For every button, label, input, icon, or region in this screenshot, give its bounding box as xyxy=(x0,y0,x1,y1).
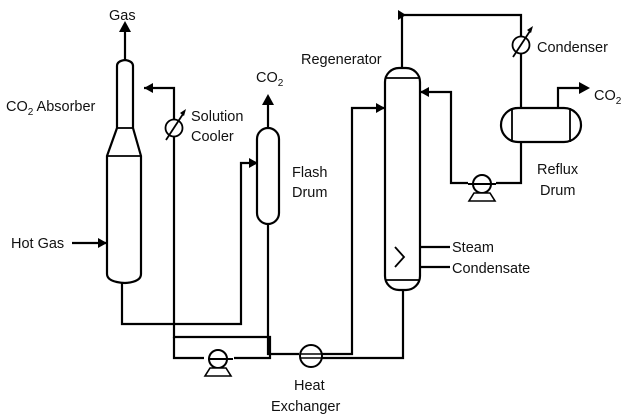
overhead-arrow-icon xyxy=(398,10,406,20)
heat-label: Heat xyxy=(294,378,325,394)
co2-absorber-label: CO2 Absorber xyxy=(6,99,96,118)
exchanger-to-regenerator-pipe xyxy=(322,106,385,356)
flash-co2-arrow-icon xyxy=(262,94,274,105)
flash-label: Flash xyxy=(292,165,327,181)
regenerator-bottom-pipe xyxy=(322,290,405,360)
regenerator-label: Regenerator xyxy=(301,52,382,68)
gas-outlet-arrow-icon xyxy=(119,21,131,32)
lean-solution-pump-icon xyxy=(203,349,233,377)
reflux-co2-vent-pipe xyxy=(556,86,583,108)
regenerator-overhead-pipe xyxy=(400,13,523,108)
flash-inlet-arrow-icon xyxy=(249,158,258,168)
reflux-drum-label: Drum xyxy=(540,183,575,199)
condenser-control-valve-icon xyxy=(511,26,533,58)
flash-drum xyxy=(255,126,281,226)
steam-label: Steam xyxy=(452,240,494,256)
exchanger-label: Exchanger xyxy=(271,399,340,415)
lean-pump-line xyxy=(172,337,204,360)
co2-absorber-tower xyxy=(105,58,143,285)
solution-cooler-control-valve-icon xyxy=(164,109,186,141)
lean-return-pipe xyxy=(144,86,272,360)
reboiler-coil-icon xyxy=(394,246,406,268)
rich-solution-pipe xyxy=(120,161,257,326)
condenser-label: Condenser xyxy=(537,40,608,56)
regenerator-column xyxy=(383,66,422,292)
absorber-inlet-arrow-icon xyxy=(144,83,153,93)
reflux-to-regenerator-pipe xyxy=(420,90,468,185)
flash-co2-label: CO2 xyxy=(256,70,284,89)
reflux-return-pipe xyxy=(496,142,523,185)
cooler-label: Cooler xyxy=(191,129,234,145)
reflux-pump-icon xyxy=(467,174,497,202)
condensate-label: Condensate xyxy=(452,261,530,277)
reflux-inlet-arrow-icon xyxy=(420,87,429,97)
heat-exchanger-icon xyxy=(299,344,323,368)
reflux-co2-arrow-icon xyxy=(579,82,590,94)
reflux-co2-label: CO2 xyxy=(594,88,622,107)
reflux-drum xyxy=(499,106,583,144)
flash-drum-label: Drum xyxy=(292,185,327,201)
solution-label: Solution xyxy=(191,109,243,125)
reflux-label: Reflux xyxy=(537,162,579,178)
hot-gas-label: Hot Gas xyxy=(11,236,64,252)
hot-gas-arrow-icon xyxy=(98,238,107,248)
flash-to-exchanger-pipe xyxy=(266,224,299,356)
regen-inlet-arrow-icon xyxy=(376,103,385,113)
gas-label: Gas xyxy=(109,8,136,24)
